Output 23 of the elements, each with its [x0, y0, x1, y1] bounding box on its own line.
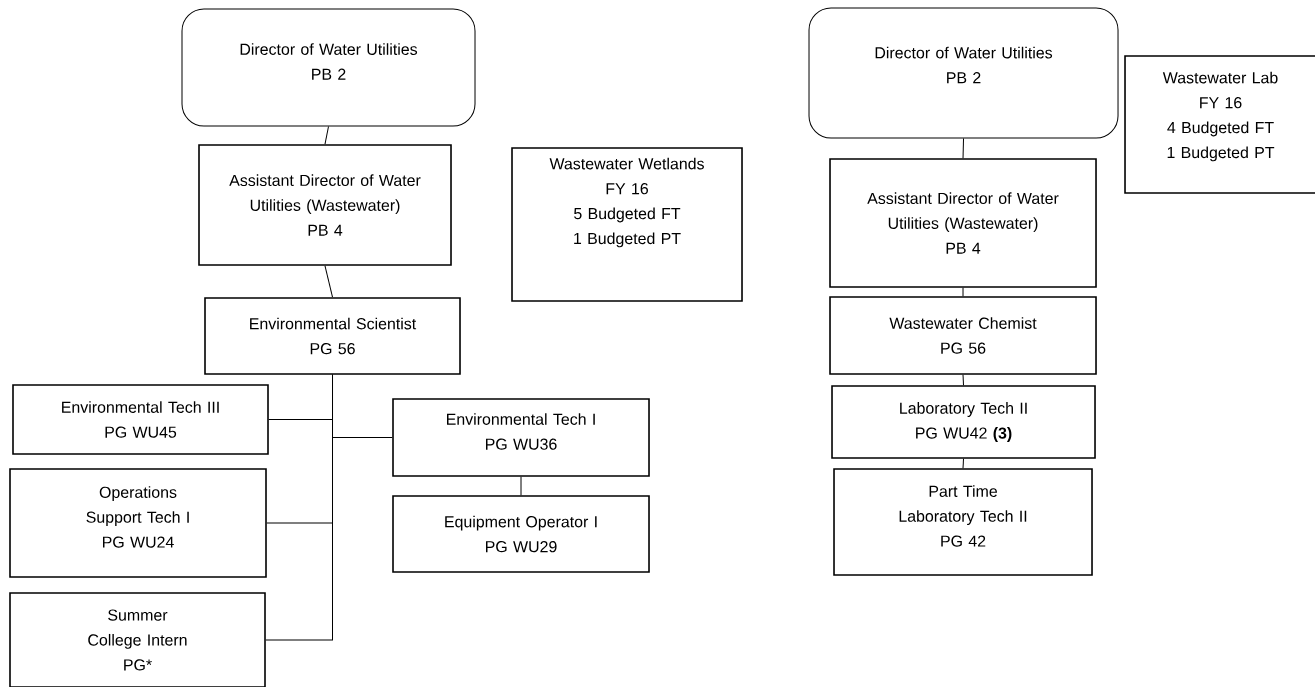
connector-line: [324, 265, 333, 298]
connector-line: [962, 287, 964, 297]
position-box: Equipment Operator I PG WU29: [392, 495, 650, 573]
connector-line: [520, 476, 522, 496]
connector-line: [962, 374, 964, 386]
position-box: Environmental Tech III PG WU45: [12, 384, 269, 455]
position-box: Director of Water Utilities PB 2: [808, 7, 1119, 139]
position-box: Part Time Laboratory Tech II PG 42: [833, 468, 1093, 576]
position-box: Laboratory Tech II PG WU42 (3): [831, 385, 1096, 459]
position-box: Assistant Director of Water Utilities (Wastewater) PB 4: [829, 158, 1097, 288]
position-box: Director of Water Utilities PB 2: [181, 8, 476, 127]
position-box: Environmental Scientist PG 56: [204, 297, 461, 375]
connector-line: [962, 458, 964, 469]
connector-line: [962, 138, 964, 159]
position-box: Wastewater Chemist PG 56: [829, 296, 1097, 375]
connector-line: [265, 374, 333, 641]
summary-box: Wastewater Wetlands FY 16 5 Budgeted FT 1 Budgeted PT: [511, 147, 743, 302]
position-box: Operations Support Tech I PG WU24: [9, 468, 267, 578]
connector-line: [324, 126, 329, 145]
summary-box: Wastewater Lab FY 16 4 Budgeted FT 1 Budgeted PT: [1124, 55, 1315, 194]
position-box: Summer College Intern PG*: [9, 592, 266, 687]
position-box: Environmental Tech I PG WU36: [392, 398, 650, 477]
position-box: Assistant Director of Water Utilities (Wastewater) PB 4: [198, 144, 452, 266]
